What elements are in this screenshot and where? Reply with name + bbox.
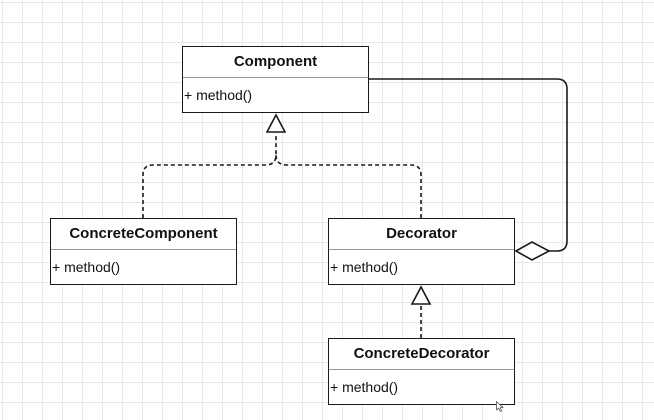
realization-decorator-to-component[interactable] xyxy=(275,154,422,218)
class-decorator[interactable]: Decorator + method() xyxy=(328,218,515,285)
realization-concrete-component-to-component[interactable] xyxy=(142,133,277,218)
class-name: ConcreteDecorator xyxy=(329,339,514,370)
aggregation-diamond xyxy=(514,241,551,261)
mouse-cursor-icon xyxy=(496,401,504,412)
class-operation: + method() xyxy=(330,259,399,275)
class-concrete-component[interactable]: ConcreteComponent + method() xyxy=(50,218,237,285)
generalization-arrowhead-component xyxy=(265,113,287,133)
class-name: Component xyxy=(183,47,368,78)
class-name: Decorator xyxy=(329,219,514,250)
generalization-arrowhead-decorator xyxy=(410,285,432,305)
class-name: ConcreteComponent xyxy=(51,219,236,250)
class-operation: + method() xyxy=(52,259,121,275)
class-concrete-decorator[interactable]: ConcreteDecorator + method() xyxy=(328,338,515,405)
class-operation: + method() xyxy=(184,87,253,103)
class-component[interactable]: Component + method() xyxy=(182,46,369,113)
aggregation-decorator-to-component[interactable] xyxy=(369,78,568,252)
class-operation: + method() xyxy=(330,379,399,395)
